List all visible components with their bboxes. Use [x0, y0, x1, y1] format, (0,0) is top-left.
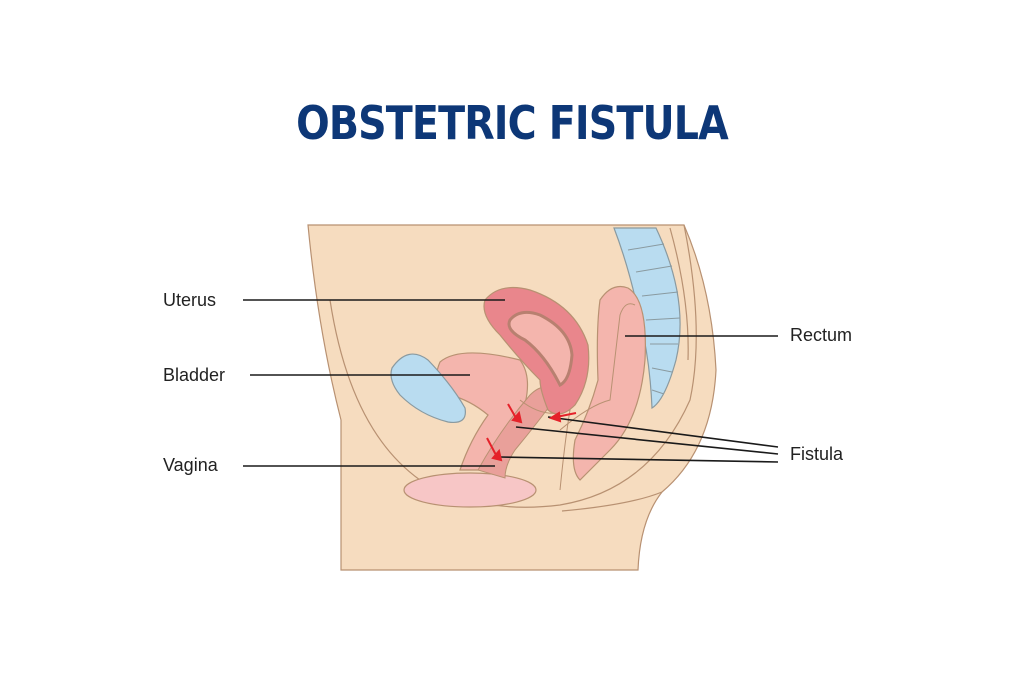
label-bladder: Bladder [163, 365, 226, 385]
label-uterus: Uterus [163, 290, 217, 310]
rectum [572, 285, 646, 481]
fistula-arrows [486, 403, 577, 462]
label-fistula: Fistula [790, 444, 844, 464]
buttock-line [561, 491, 663, 512]
pelvic-curve [329, 224, 697, 508]
vulva [403, 472, 537, 508]
label-vagina: Vagina [163, 455, 218, 475]
pubic-bone [390, 353, 466, 424]
diagram-title: OBSTETRIC FISTULA [296, 96, 729, 150]
label-rectum: Rectum [790, 325, 853, 345]
leader-lines [243, 299, 779, 467]
